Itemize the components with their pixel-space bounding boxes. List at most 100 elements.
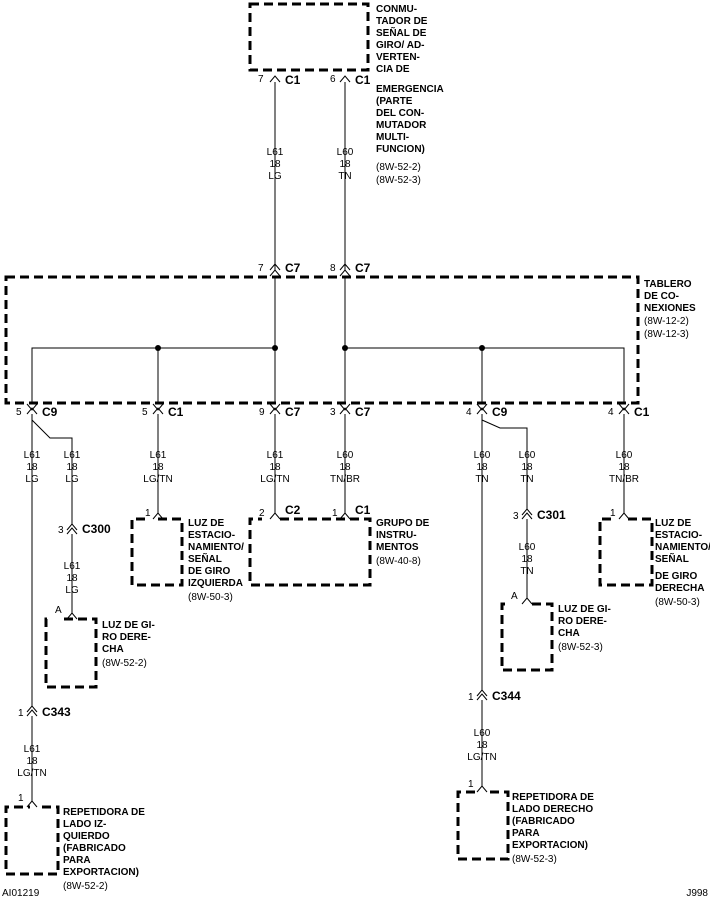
pin-label: 1 bbox=[18, 708, 24, 719]
svg-text:(PARTE: (PARTE bbox=[376, 96, 413, 107]
svg-text:LG/TN: LG/TN bbox=[260, 474, 289, 485]
wire-c9l-branch bbox=[31, 419, 73, 524]
svg-text:ESTACIO-: ESTACIO- bbox=[655, 530, 702, 541]
splice-dot bbox=[272, 345, 278, 351]
svg-text:L61: L61 bbox=[267, 450, 284, 461]
svg-text:TN: TN bbox=[475, 474, 488, 485]
junction-block-refs: (8W-12-2) (8W-12-3) bbox=[644, 316, 689, 340]
junction-block-label: TABLERO DE CO- NEXIONES bbox=[644, 279, 696, 314]
pin-label: 7 bbox=[258, 263, 264, 274]
svg-text:LUZ DE GI-: LUZ DE GI- bbox=[102, 620, 155, 631]
svg-text:DE CO-: DE CO- bbox=[644, 291, 679, 302]
turn-lamp-left-ref: (8W-52-2) bbox=[102, 658, 147, 669]
svg-text:DE GIRO: DE GIRO bbox=[188, 566, 230, 577]
svg-text:SEÑAL: SEÑAL bbox=[655, 552, 689, 565]
cluster-ref: (8W-40-8) bbox=[376, 556, 421, 567]
pin-label: 1 bbox=[332, 508, 338, 519]
svg-text:DERECHA: DERECHA bbox=[655, 583, 704, 594]
svg-text:LADO IZ-: LADO IZ- bbox=[63, 819, 106, 830]
svg-text:L60: L60 bbox=[337, 450, 354, 461]
svg-text:CHA: CHA bbox=[102, 644, 124, 655]
connector-name: C7 bbox=[285, 405, 301, 419]
pin-label: 1 bbox=[610, 508, 616, 519]
svg-text:GIRO/ AD-: GIRO/ AD- bbox=[376, 40, 425, 51]
park-lamp-right-ref: (8W-50-3) bbox=[655, 597, 700, 608]
svg-text:L61: L61 bbox=[24, 744, 41, 755]
pin-label: 4 bbox=[466, 407, 472, 418]
wire-label-c7d: L60 18 TN/BR bbox=[330, 450, 360, 485]
svg-text:18: 18 bbox=[339, 462, 351, 473]
wire-label-c1r: L60 18 TN/BR bbox=[609, 450, 639, 485]
svg-text:CHA: CHA bbox=[558, 628, 580, 639]
svg-text:L60: L60 bbox=[519, 450, 536, 461]
splice-dot bbox=[155, 345, 161, 351]
svg-text:(FABRICADO: (FABRICADO bbox=[63, 843, 126, 854]
connector-name: C9 bbox=[492, 405, 508, 419]
wire-label-c9l-branch: L61 18 LG bbox=[64, 450, 81, 485]
turn-signal-switch-refs: (8W-52-2) (8W-52-3) bbox=[376, 162, 421, 186]
connector-name: C1 bbox=[634, 405, 650, 419]
pin-label: 1 bbox=[468, 692, 474, 703]
svg-text:REPETIDORA DE: REPETIDORA DE bbox=[512, 792, 594, 803]
park-lamp-right-box bbox=[598, 517, 654, 587]
wire-label-c343: L61 18 LG/TN bbox=[17, 744, 46, 779]
turn-lamp-right-box bbox=[500, 602, 554, 672]
svg-text:GRUPO DE: GRUPO DE bbox=[376, 518, 430, 529]
repeater-right-label: REPETIDORA DE LADO DERECHO (FABRICADO PA… bbox=[512, 792, 594, 851]
svg-text:TN/BR: TN/BR bbox=[330, 474, 360, 485]
svg-text:LG/TN: LG/TN bbox=[143, 474, 172, 485]
repeater-left-ref: (8W-52-2) bbox=[63, 881, 108, 892]
repeater-right-box bbox=[456, 790, 510, 861]
turn-lamp-right-ref: (8W-52-3) bbox=[558, 642, 603, 653]
cluster-label: GRUPO DE INSTRU- MENTOS bbox=[376, 518, 430, 553]
splice-dot bbox=[479, 345, 485, 351]
svg-text:L61: L61 bbox=[267, 147, 284, 158]
svg-text:18: 18 bbox=[66, 462, 78, 473]
svg-text:RO DERE-: RO DERE- bbox=[558, 616, 607, 627]
svg-text:L61: L61 bbox=[150, 450, 167, 461]
connector-name: C7 bbox=[355, 261, 371, 275]
svg-text:ESTACIO-: ESTACIO- bbox=[188, 530, 235, 541]
svg-text:18: 18 bbox=[26, 756, 38, 767]
svg-text:L60: L60 bbox=[474, 728, 491, 739]
svg-text:18: 18 bbox=[269, 159, 281, 170]
pin-label: A bbox=[511, 591, 518, 602]
svg-text:TN/BR: TN/BR bbox=[609, 474, 639, 485]
svg-text:L60: L60 bbox=[519, 542, 536, 553]
svg-text:(FABRICADO: (FABRICADO bbox=[512, 816, 575, 827]
svg-text:VERTEN-: VERTEN- bbox=[376, 52, 420, 63]
turn-lamp-left-label: LUZ DE GI- RO DERE- CHA bbox=[102, 620, 155, 655]
pin-label: 2 bbox=[259, 508, 265, 519]
connector-symbols bbox=[26, 75, 630, 808]
connector-name: C344 bbox=[492, 689, 521, 703]
svg-text:EXPORTACION): EXPORTACION) bbox=[63, 867, 139, 878]
svg-text:LG: LG bbox=[268, 171, 282, 182]
turn-signal-switch-label: CONMU- TADOR DE SEÑAL DE GIRO/ AD- VERTE… bbox=[376, 4, 444, 155]
svg-text:18: 18 bbox=[152, 462, 164, 473]
svg-text:MUTADOR: MUTADOR bbox=[376, 120, 427, 131]
svg-text:TADOR DE: TADOR DE bbox=[376, 16, 428, 27]
pin-label: 9 bbox=[259, 407, 265, 418]
svg-text:INSTRU-: INSTRU- bbox=[376, 530, 417, 541]
pin-label: 1 bbox=[468, 779, 474, 790]
svg-text:DE GIRO: DE GIRO bbox=[655, 571, 697, 582]
connector-name: C1 bbox=[285, 73, 301, 87]
connector-name: C2 bbox=[285, 503, 301, 517]
svg-text:L61: L61 bbox=[64, 561, 81, 572]
repeater-left-label: REPETIDORA DE LADO IZ- QUIERDO (FABRICAD… bbox=[63, 807, 145, 878]
svg-text:(8W-12-2): (8W-12-2) bbox=[644, 316, 689, 327]
svg-text:18: 18 bbox=[618, 462, 630, 473]
svg-text:REPETIDORA DE: REPETIDORA DE bbox=[63, 807, 145, 818]
cluster-box bbox=[248, 517, 372, 587]
pin-label: 4 bbox=[608, 407, 614, 418]
svg-text:18: 18 bbox=[339, 159, 351, 170]
park-lamp-left-label: LUZ DE ESTACIO- NAMIENTO/ SEÑAL DE GIRO … bbox=[188, 518, 244, 589]
svg-text:L60: L60 bbox=[337, 147, 354, 158]
svg-text:L60: L60 bbox=[616, 450, 633, 461]
pin-label: 5 bbox=[16, 407, 22, 418]
connector-name: C300 bbox=[82, 522, 111, 536]
svg-text:LUZ DE: LUZ DE bbox=[188, 518, 224, 529]
wire-label-c1l: L61 18 LG/TN bbox=[143, 450, 172, 485]
svg-text:(8W-12-3): (8W-12-3) bbox=[644, 329, 689, 340]
